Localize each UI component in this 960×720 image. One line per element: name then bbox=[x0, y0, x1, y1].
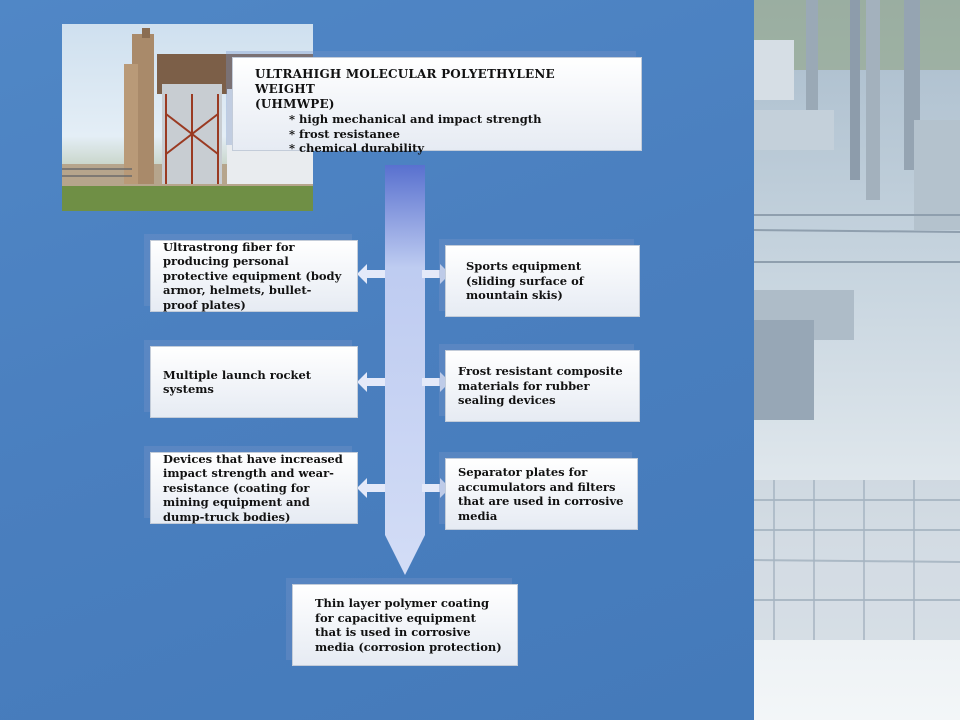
application-left-1-text: Ultrastrong fiber for producing personal… bbox=[163, 239, 342, 312]
application-right-2-text: Frost resistant composite materials for … bbox=[458, 364, 623, 408]
refinery-illustration bbox=[754, 0, 960, 640]
property-1: * high mechanical and impact strength bbox=[289, 112, 542, 126]
application-left-2-text: Multiple launch rocket systems bbox=[163, 367, 312, 397]
application-left-3-text: Devices that have increased impact stren… bbox=[163, 451, 343, 524]
arrow-left-1-icon bbox=[357, 264, 385, 284]
property-2: * frost resistanee bbox=[289, 126, 400, 141]
application-right-2: Frost resistant composite materials for … bbox=[445, 350, 640, 422]
property-3: * chemical durability bbox=[289, 141, 425, 155]
application-right-1: Sports equipment (sliding surface of mou… bbox=[445, 245, 640, 317]
application-left-2: Multiple launch rocket systems bbox=[150, 346, 358, 418]
arrow-right-2-icon bbox=[422, 372, 450, 392]
application-right-3-text: Separator plates for accumulators and fi… bbox=[458, 465, 624, 523]
application-bottom-text: Thin layer polymer coating for capacitiv… bbox=[315, 596, 502, 654]
header-title-line2: (UHMWPE) bbox=[255, 97, 335, 111]
application-right-1-text: Sports equipment (sliding surface of mou… bbox=[466, 259, 584, 303]
arrow-left-3-icon bbox=[357, 478, 385, 498]
uhmwpe-header-box: ULTRAHIGH MOLECULAR POLYETHYLENE WEIGHT … bbox=[232, 57, 642, 155]
arrow-right-1-icon bbox=[422, 264, 450, 284]
application-right-3: Separator plates for accumulators and fi… bbox=[445, 458, 638, 530]
refinery-photo-strip bbox=[754, 0, 960, 720]
application-bottom: Thin layer polymer coating for capacitiv… bbox=[292, 584, 518, 666]
central-flow-arrow bbox=[385, 165, 425, 575]
arrow-right-3-icon bbox=[422, 478, 450, 498]
application-left-3: Devices that have increased impact stren… bbox=[150, 452, 358, 524]
header-title-line1: ULTRAHIGH MOLECULAR POLYETHYLENE WEIGHT bbox=[255, 67, 555, 96]
arrow-left-2-icon bbox=[357, 372, 385, 392]
application-left-1: Ultrastrong fiber for producing personal… bbox=[150, 240, 358, 312]
